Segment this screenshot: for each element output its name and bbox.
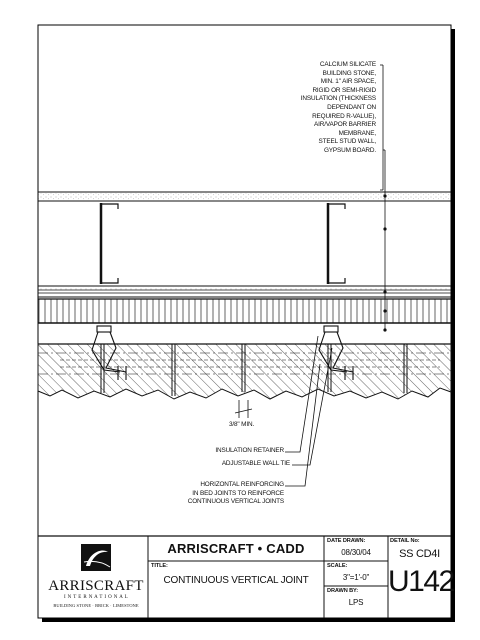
horizontal-reinforcing-callout: HORIZONTAL REINFORCING IN BED JOINTS TO … [184, 481, 284, 507]
detail-number: U142 [388, 565, 455, 598]
joint-dimension [234, 400, 253, 418]
callout-line: RIGID OR SEMI-RIGID [312, 86, 376, 94]
rigid-insulation [38, 298, 451, 324]
callout-line: MEMBRANE, [338, 129, 377, 137]
callout-line: CALCIUM SILICATE [319, 61, 376, 68]
detail-series: SS CD4I [399, 548, 440, 560]
callout-line: BUILDING STONE, [322, 69, 377, 77]
wall-assembly-leader [380, 64, 386, 330]
drawn-by-value: LPS [348, 598, 364, 607]
logo-international: I N T E R N A T I O N A L [63, 595, 129, 600]
callout-line: GYPSUM BOARD. [323, 146, 376, 154]
detail-number-label: DETAIL No: [390, 538, 420, 544]
stone-veneer [37, 343, 452, 400]
title-label: TITLE: [151, 563, 168, 569]
company-name: ARRISCRAFT • CADD [167, 541, 305, 556]
callout-line: HORIZONTAL REINFORCING [200, 481, 284, 488]
callout-line: MIN. 1" AIR SPACE, [320, 78, 376, 86]
callout-line: IN BED JOINTS TO REINFORCE [192, 489, 284, 497]
title-block-frame [38, 535, 451, 618]
drawn-by-label: DRAWN BY: [327, 588, 359, 594]
insulation-retainer-label: INSULATION RETAINER [215, 447, 284, 454]
scale-value: 3"=1'-0" [342, 573, 370, 582]
callout-line: CONTINUOUS VERTICAL JOINTS [187, 498, 284, 506]
logo-wordmark: ARRISCRAFT [48, 578, 144, 594]
callout-line: DEPENDANT ON [327, 103, 376, 111]
steel-stud-left [99, 203, 119, 284]
adjustable-wall-tie-label: ADJUSTABLE WALL TIE [221, 460, 290, 467]
steel-stud-right [326, 203, 346, 284]
drawing-title: CONTINUOUS VERTICAL JOINT [163, 575, 309, 586]
wall-assembly-markers [383, 194, 387, 332]
date-drawn-label: DATE DRAWN: [327, 538, 366, 544]
callout-line: INSULATION (THICKNESS [300, 95, 376, 103]
date-drawn-value: 08/30/04 [341, 548, 371, 557]
arriscraft-logo-mark [81, 544, 111, 571]
gypsum-board [38, 191, 451, 202]
callout-line: STEEL STUD WALL, [318, 138, 377, 146]
lower-leaders [285, 335, 333, 487]
wall-assembly-callout: CALCIUM SILICATE BUILDING STONE, MIN. 1"… [296, 61, 376, 156]
sheathing-layer [38, 285, 451, 298]
logo-tagline: BUILDING STONE · BRICK · LIMESTONE [53, 603, 139, 608]
callout-line: REQUIRED R-VALUE), [312, 112, 376, 120]
scale-label: SCALE: [327, 563, 348, 569]
callout-line: AIR/VAPOR BARRIER [314, 121, 376, 129]
horizontal-reinforcing [60, 359, 440, 368]
joint-width-label: 3/8" MIN. [229, 421, 255, 428]
